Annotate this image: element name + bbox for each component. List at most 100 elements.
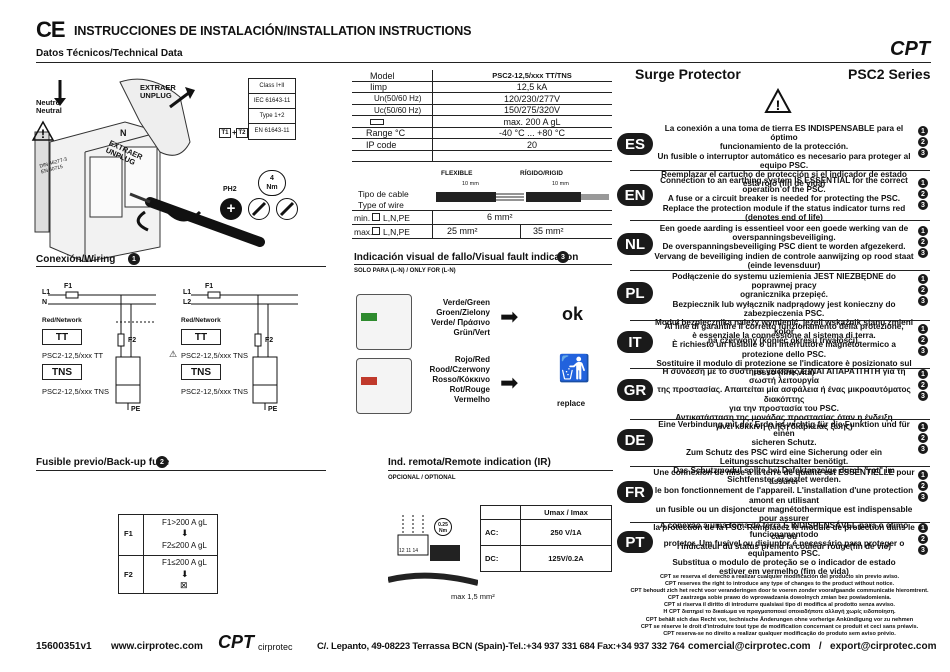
spec-label: Model [370,70,395,81]
max-terminals: L,N,PE [383,227,410,237]
visual-num: 3 [557,251,569,263]
torque-label: 4 Nm [258,170,286,196]
wiring-l1-right: L1 [183,289,192,296]
step-num-icon: 1 [918,470,928,480]
footer-logo: CPT [218,632,254,652]
strip-length-flex: 10 mm [462,181,479,187]
surge-protector: Surge Protector [635,66,741,82]
lang-text-gr: Η σύνδεση με το σύστημα γείωσης ΕΊΝΑΙ ΑΠ… [657,367,911,432]
wiring-red-right: Red/Network [181,317,221,324]
wiring-pe-right: PE [268,406,278,413]
step-num-icon: 3 [918,391,928,401]
remote-row: Umax / Imax [480,505,612,520]
remote-max: max 1,5 mm² [451,592,495,601]
spec-label: Uc(50/60 Hz) [374,105,422,115]
visual-red-text: Rojo/Red Rood/Czerwony Rosso/Κόκκινο Rot… [429,355,490,404]
arrow-right-icon: ➡ [500,304,519,329]
min-checkbox [372,213,380,221]
spec-row: Model PSC2-12,5/xxx TT/TNS [352,70,612,82]
remote-dc-label: DC: [480,545,521,572]
step-num-icon: 1 [918,226,928,236]
doc-code: 15600351v1 [36,641,92,652]
spec-value: PSC2-12,5/xxx TT/TNS [492,71,572,81]
module-red [356,358,412,414]
spec-value: 20 [526,139,537,150]
step-num-icon: 1 [918,274,928,284]
wiring-n-left: N [42,299,48,306]
remote-row: DC:125V/0.2A [480,545,612,572]
spec-value: 150/275/320V [503,105,561,116]
step-num-icon: 2 [918,534,928,544]
step-num-icon: 3 [918,545,928,555]
plus-sign: + [232,128,237,137]
wiring-l1-left: L1 [42,289,51,296]
max-flex-value: 25 mm² [447,226,478,236]
step-num-icon: 3 [918,296,928,306]
spec-table: Model PSC2-12,5/xxx TT/TNS Iimp 12,5 kA … [352,70,612,151]
spec-row: max. 200 A gL [352,116,612,128]
min-label: min. [354,213,371,223]
t1-badge: T1 [219,128,231,138]
lang-text-it: Al fine di garantire il corretto funzion… [656,322,912,378]
spec-label: Range °C [366,128,406,139]
remote-title: Ind. remota/Remote indication (IR) [388,457,551,468]
spec-label: Iimp [370,82,388,93]
wiring-f1-left: F1 [64,283,73,290]
step-num-icon: 3 [918,346,928,356]
strip-length-rigid: 10 mm [552,181,569,187]
lang-badge-it: IT [617,331,653,353]
rigid-label: RÍGIDO/RIGID [520,170,563,177]
remote-connector [388,515,478,586]
step-num-icon: 1 [918,422,928,432]
remote-torque: 0.25 Nm [434,518,452,536]
min-terminals: L,N,PE [383,213,410,223]
max-label: max. [354,227,373,237]
fuse-table [118,514,218,594]
lang-divider [630,419,930,420]
lang-badge-de: DE [617,429,653,451]
step-num-icon: 2 [918,189,928,199]
step-num-icon: 1 [918,126,928,136]
ph2-label: PH2 [223,186,237,193]
step-num-icon: 1 [918,369,928,379]
wiring-f2-right: F2 [265,337,274,344]
n-mark: N [120,128,127,138]
fuse-icon [352,116,452,128]
svg-text:!: ! [776,97,781,113]
lang-divider [630,270,930,271]
step-num-icon: 2 [918,380,928,390]
step-num-icon: 2 [918,237,928,247]
step-num-icon: 3 [918,148,928,158]
wiring-num: 1 [128,253,140,265]
lang-text-nl: Een goede aarding is essentieel voor een… [654,224,914,270]
series-title: PSC2 Series [848,66,931,82]
step-num-icon: 3 [918,444,928,454]
class-line: EN 61643-11 [254,128,290,134]
lang-divider [630,522,930,523]
lang-badge-es: ES [617,133,653,155]
class-line: IEC 61643-11 [249,94,295,109]
wiring-f1-right: F1 [205,283,214,290]
wiring-tns-left: TNS [42,364,82,380]
spec-value: max. 200 A gL [503,116,561,127]
min-value: 6 mm² [487,212,513,222]
spec-row: IP code 20 [352,139,612,151]
wiring-title: Conexión/Wiring [36,254,116,265]
website: www.cirprotec.com [111,641,203,652]
svg-text:!: ! [41,127,45,141]
step-num-icon: 1 [918,324,928,334]
fuse-r1a: F1>200 A gL [162,518,208,527]
visual-ok: ok [562,304,584,324]
module-green [356,294,412,350]
lang-divider [630,170,930,171]
visual-green-text: Verde/Green Groen/Zielony Verde/ Πράσινο… [431,298,490,337]
trash-person-icon: 🚮 [558,353,591,383]
extraer-top-label: EXTRAER UNPLUG [140,83,176,100]
remote-pins: 12 11 14 [399,548,419,554]
screwdriver-flat-icon [248,198,270,220]
lang-divider [630,466,930,467]
class-box: Class I+II IEC 61643-11 Type 1+2 EN 6164… [248,78,296,140]
fuse-f1-label: F1 [124,529,133,538]
fuse-blown-icon: ⊠ [180,580,188,590]
step-num-icon: 2 [918,335,928,345]
